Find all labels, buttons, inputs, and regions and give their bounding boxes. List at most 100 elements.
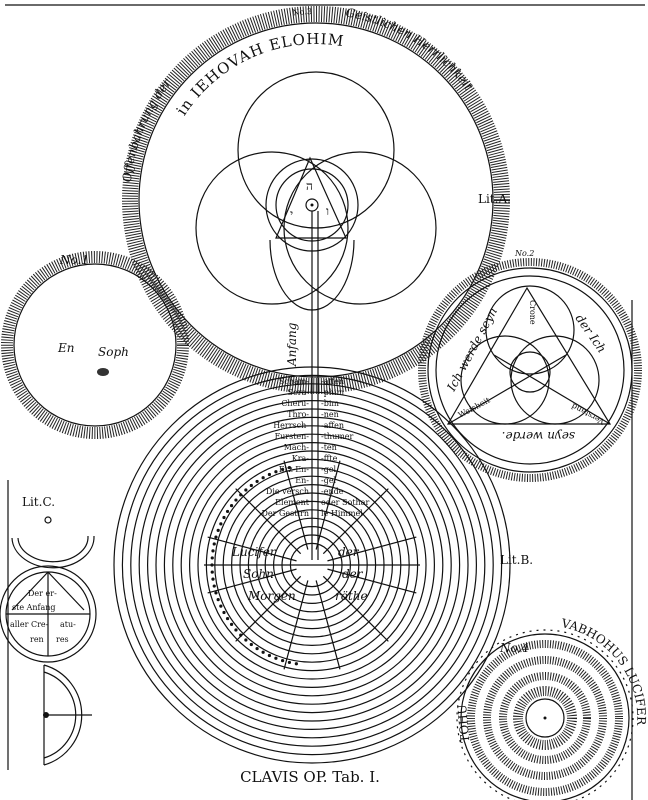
- hierarchy-left-label: Element: [275, 498, 310, 507]
- figure-number-2: No.2: [514, 249, 534, 258]
- sphere-ring: [147, 400, 477, 730]
- star-mark: [287, 465, 292, 470]
- sphere-ring: [197, 450, 427, 680]
- star-mark: [211, 549, 215, 553]
- sohn-word: Sohn: [243, 567, 274, 581]
- star-mark: [219, 604, 223, 608]
- star-mark: [222, 515, 226, 520]
- glyph-vav: ו: [326, 204, 329, 218]
- star-mark: [210, 563, 214, 567]
- seed-mark: [97, 368, 109, 376]
- der-word-1: der: [338, 545, 360, 559]
- sphere-spoke: [315, 460, 341, 550]
- soph-label: Soph: [98, 345, 129, 359]
- star-mark: [244, 638, 248, 642]
- figure-lit-c: Lit.C. Der er- ste Anfang aller Cre- atu…: [0, 495, 97, 766]
- hierarchy-left-label: Erz-En-: [279, 465, 310, 474]
- morgen-word: Morgen: [247, 589, 296, 603]
- sphere-ring: [163, 416, 461, 714]
- star-mark: [249, 642, 253, 647]
- star-mark: [234, 498, 238, 502]
- figure-en-soph: No.1 En Soph: [1, 251, 189, 439]
- sphere-spoke: [235, 575, 302, 642]
- star-mark: [280, 658, 285, 663]
- lit-c-word-6: res: [56, 635, 69, 644]
- sphere-spoke: [207, 536, 297, 562]
- hierarchy-right-label: -affen: [321, 421, 344, 430]
- lit-c-word-4: atu-: [60, 620, 76, 629]
- star-mark: [274, 470, 278, 474]
- verstand-label: Verstand: [570, 401, 607, 426]
- sphere-spoke: [327, 536, 417, 562]
- anfang-label: Anfang: [285, 322, 299, 367]
- star-mark: [267, 653, 272, 658]
- figure-sephiroth-triangle: No.2 Ich werde seyn der Ich Crone Weishe…: [418, 249, 642, 482]
- hierarchy-right-label: oder Sothar: [321, 498, 369, 507]
- star-mark: [287, 660, 292, 665]
- star-mark: [274, 656, 278, 660]
- hierarchy-right-label: -nen: [321, 410, 339, 419]
- lit-c-word-5: ren: [30, 635, 44, 644]
- star-mark: [229, 503, 234, 508]
- sphere-spoke: [207, 568, 297, 594]
- hierarchy-left-label: Mach-: [284, 443, 310, 452]
- sphere-ring: [113, 366, 511, 764]
- star-mark: [255, 646, 259, 651]
- figure-number-1: No.1: [59, 253, 89, 267]
- star-mark: [267, 472, 272, 477]
- roethe-word: röthe: [335, 589, 368, 603]
- sphere-ring: [138, 391, 486, 739]
- banner-left-text: Offenbahrung der: [120, 75, 175, 183]
- star-mark: [239, 633, 243, 637]
- banner-right-text: Geistlichen Herrlichkeit: [345, 5, 476, 93]
- label-lit-b: Lit.B.: [500, 553, 533, 567]
- star-mark: [210, 570, 214, 574]
- star-mark: [261, 476, 265, 480]
- star-mark: [239, 493, 243, 497]
- tohu-text: TOHU: [455, 704, 472, 743]
- hierarchy-right-label: -gel: [321, 476, 337, 485]
- label-lit-c: Lit.C.: [22, 495, 55, 509]
- inscription-jehovah-elohim: in IEHOVAH ELOHIM: [173, 30, 345, 119]
- figure-concentric-spheres: [113, 366, 511, 764]
- hierarchy-left-label: Herrsch-: [273, 421, 309, 430]
- sphere-spoke: [283, 460, 309, 550]
- star-mark: [280, 467, 285, 472]
- lit-c-word-1: Der er-: [28, 589, 57, 598]
- star-mark: [249, 483, 253, 488]
- sphere-spoke: [283, 580, 309, 670]
- hierarchy-right-label: -gel: [321, 465, 337, 474]
- star-mark: [214, 535, 218, 539]
- svg-text:No.3: No.3: [292, 7, 312, 17]
- sphere-spoke: [322, 575, 389, 642]
- crone-label: Crone: [528, 300, 537, 325]
- hierarchy-right-label: -ten: [321, 443, 337, 452]
- star-mark: [244, 488, 248, 492]
- sphere-ring: [180, 433, 444, 697]
- star-mark: [210, 556, 214, 560]
- seyn-werde: seyn werde.: [502, 429, 575, 443]
- star-mark: [225, 616, 230, 621]
- hierarchy-left-label: Die versch: [266, 487, 309, 496]
- sphere-ring: [121, 374, 503, 756]
- sphere-ring: [130, 383, 494, 747]
- glyph-yod: י: [290, 207, 293, 221]
- en-label: En: [57, 341, 75, 355]
- hierarchy-right-label: -bim: [321, 399, 339, 408]
- star-mark: [294, 662, 298, 666]
- star-mark: [214, 591, 218, 595]
- star-mark: [255, 479, 259, 484]
- figure-number-3: No.3: [292, 7, 312, 17]
- hierarchy-right-label: -affen: [321, 377, 344, 386]
- label-lit-a: Lit.A.: [478, 192, 511, 206]
- sphere-spoke: [327, 568, 417, 594]
- hierarchy-left-label: Kra-: [292, 454, 310, 463]
- star-mark: [222, 610, 226, 615]
- star-mark: [212, 584, 216, 588]
- hierarchy-left-label: Scham-: [279, 377, 309, 386]
- star-mark: [216, 528, 220, 532]
- star-mark: [229, 622, 234, 627]
- sphere-spoke: [322, 488, 389, 555]
- sphere-ring: [155, 408, 469, 722]
